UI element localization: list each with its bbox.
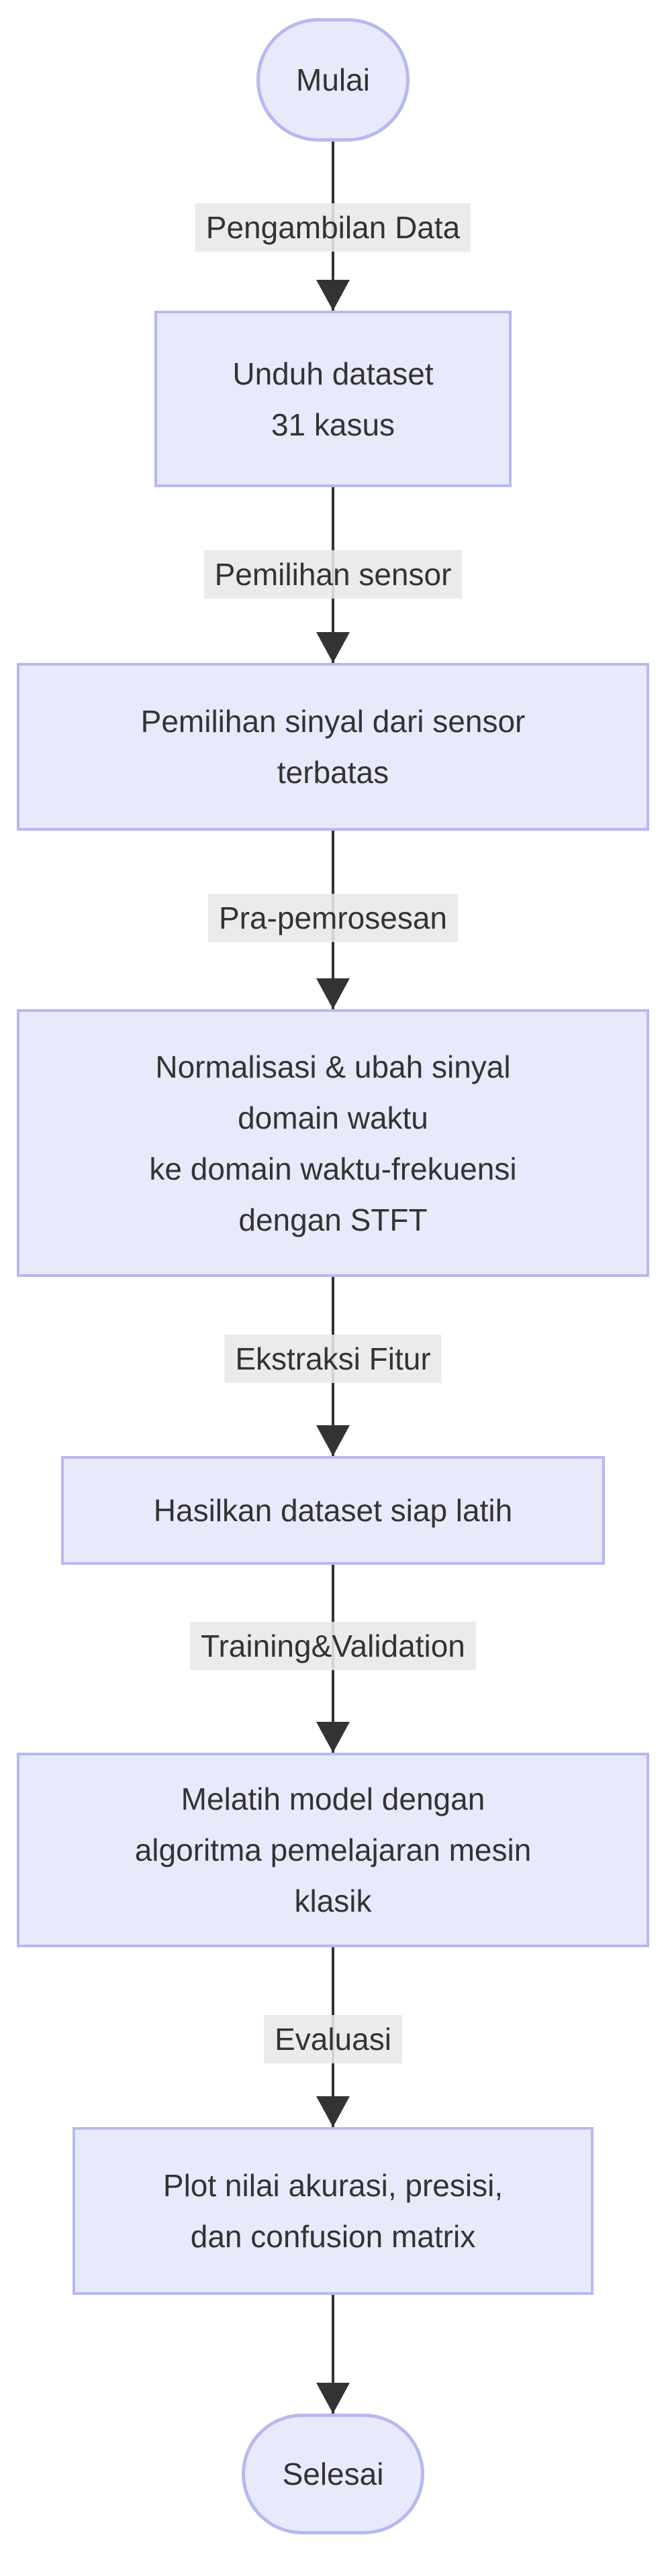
- edge-arrowhead-7: [316, 2383, 350, 2414]
- edge-label-pra-pemrosesan: Pra-pemrosesan: [207, 894, 459, 942]
- node-plot-hasil: Plot nilai akurasi, presisi, dan confusi…: [73, 2127, 593, 2295]
- edge-label-pengambilan-data: Pengambilan Data: [195, 203, 471, 252]
- node-label-line: domain waktu: [238, 1100, 428, 1135]
- node-melatih-model: Melatih model dengan algoritma pemelajar…: [17, 1753, 649, 1947]
- edge-arrowhead-6: [316, 2096, 350, 2127]
- node-label: Selesai: [282, 2457, 384, 2491]
- node-selesai: Selesai: [242, 2414, 424, 2534]
- node-label-line: dan confusion matrix: [190, 2219, 476, 2254]
- edge-arrowhead-1: [316, 280, 350, 311]
- node-label-line: Unduh dataset: [232, 356, 434, 391]
- edge-label-evaluasi: Evaluasi: [264, 2015, 402, 2063]
- edge-arrowhead-4: [316, 1425, 350, 1456]
- node-hasilkan-dataset: Hasilkan dataset siap latih: [61, 1456, 605, 1565]
- node-label-line: algoritma pemelajaran mesin: [134, 1833, 532, 1867]
- node-label-line: Melatih model dengan: [181, 1782, 485, 1816]
- edge-arrowhead-3: [316, 978, 350, 1009]
- node-label-line: dengan STFT: [238, 1202, 428, 1237]
- edge-label-training-validation: Training&Validation: [190, 1622, 476, 1670]
- node-unduh-dataset: Unduh dataset 31 kasus: [154, 311, 512, 487]
- edge-label-text: Pengambilan Data: [205, 210, 461, 245]
- edge-line-7: [332, 2295, 334, 2414]
- edge-label-text: Training&Validation: [201, 1629, 465, 1663]
- node-pemilihan-sinyal: Pemilihan sinyal dari sensor terbatas: [17, 663, 649, 831]
- node-label-line: Plot nilai akurasi, presisi,: [162, 2168, 504, 2203]
- edge-arrowhead-2: [316, 632, 350, 663]
- node-label-line: terbatas: [277, 755, 389, 790]
- node-label-line: ke domain waktu-frekuensi: [149, 1151, 517, 1186]
- edge-label-pemilihan-sensor: Pemilihan sensor: [203, 550, 463, 599]
- edge-arrowhead-5: [316, 1722, 350, 1753]
- node-label-line: Hasilkan dataset siap latih: [153, 1493, 513, 1528]
- node-label-line: klasik: [294, 1884, 372, 1918]
- node-label-line: Pemilihan sinyal dari sensor: [140, 704, 526, 739]
- edge-label-text: Pemilihan sensor: [214, 557, 452, 592]
- edge-label-text: Pra-pemrosesan: [218, 900, 448, 935]
- node-normalisasi-stft: Normalisasi & ubah sinyal domain waktu k…: [17, 1009, 649, 1277]
- edge-label-ekstraksi-fitur: Ekstraksi Fitur: [224, 1335, 442, 1383]
- node-label-line: Normalisasi & ubah sinyal: [155, 1049, 511, 1084]
- edge-label-text: Ekstraksi Fitur: [235, 1341, 431, 1376]
- node-label: Mulai: [296, 62, 370, 97]
- node-label-line: 31 kasus: [271, 407, 395, 442]
- node-mulai: Mulai: [256, 18, 410, 142]
- edge-label-text: Evaluasi: [275, 2022, 391, 2057]
